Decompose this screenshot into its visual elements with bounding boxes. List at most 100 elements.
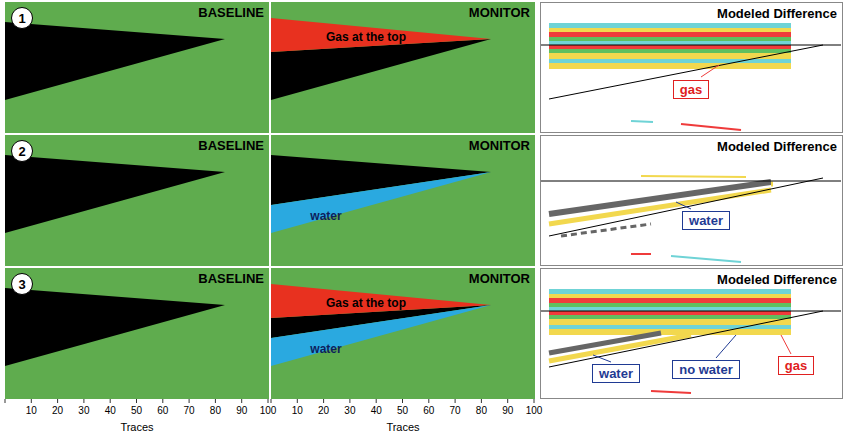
reservoir-wedge xyxy=(5,155,225,233)
axis-title: Traces xyxy=(386,421,419,433)
panel-drawing xyxy=(541,136,844,267)
difference-band xyxy=(549,311,791,315)
axis-tick xyxy=(507,399,508,403)
axis-tick xyxy=(189,399,190,403)
difference-dash xyxy=(651,391,691,393)
difference-band xyxy=(549,59,791,63)
row-number: 2 xyxy=(11,140,33,162)
difference-band xyxy=(549,303,791,307)
callout-number: 2 xyxy=(12,141,32,161)
panel-title: Modeled Difference xyxy=(717,139,837,154)
zone-label: Gas at the top xyxy=(326,296,406,310)
panel-title: MONITOR xyxy=(469,271,530,286)
zone-label: gas xyxy=(680,82,702,97)
zone-label: no water xyxy=(679,362,732,377)
difference-band xyxy=(549,325,791,329)
difference-band xyxy=(549,41,791,45)
difference-dash xyxy=(671,256,741,262)
difference-band xyxy=(549,190,771,224)
axis-tick xyxy=(110,399,111,403)
leader-line xyxy=(593,355,611,362)
callout-box: water xyxy=(592,364,640,383)
monitor-panel: MONITOR Gas at the top water xyxy=(271,268,535,399)
tick-label: 90 xyxy=(502,405,513,416)
axis-tick xyxy=(57,399,58,403)
axis-tick xyxy=(136,399,137,403)
difference-band xyxy=(549,315,791,319)
panel-drawing xyxy=(271,2,535,133)
tick-label: 90 xyxy=(236,405,247,416)
axis-tick xyxy=(481,399,482,403)
axis-tick xyxy=(323,399,324,403)
baseline-panel: BASELINE2 xyxy=(5,135,269,266)
tick-label: 30 xyxy=(78,405,89,416)
panel-title: MONITOR xyxy=(469,138,530,153)
callout-box: gas xyxy=(778,356,814,375)
difference-dash xyxy=(631,121,653,122)
wedge-outline xyxy=(549,178,823,236)
difference-band xyxy=(549,335,691,361)
reservoir-wedge xyxy=(5,22,225,100)
difference-band xyxy=(549,32,791,37)
difference-band xyxy=(549,49,791,53)
axis-tick xyxy=(241,399,242,403)
water-zone xyxy=(271,172,491,233)
difference-band xyxy=(549,289,791,294)
axis-tick xyxy=(271,399,272,403)
callout-number: 3 xyxy=(12,274,32,294)
difference-dash xyxy=(631,253,651,255)
water-zone: water xyxy=(271,305,493,366)
zone-label: water xyxy=(599,366,633,381)
panel-drawing xyxy=(541,3,844,134)
difference-band xyxy=(549,45,791,49)
difference-band xyxy=(549,37,791,41)
panel-drawing xyxy=(541,269,844,400)
panel-drawing xyxy=(5,2,269,133)
axis-tick xyxy=(402,399,403,403)
zone-outline xyxy=(271,172,493,233)
axis-tick xyxy=(215,399,216,403)
difference-band xyxy=(549,294,791,298)
tick-label: 80 xyxy=(476,405,487,416)
zone-label: water xyxy=(310,209,341,223)
axis-tick xyxy=(5,399,6,403)
axis-tick xyxy=(31,399,32,403)
difference-dash xyxy=(561,224,651,236)
tick-label: 80 xyxy=(210,405,221,416)
difference-band xyxy=(549,23,791,28)
tick-label: 60 xyxy=(423,405,434,416)
wedge-outline xyxy=(549,45,823,99)
difference-band xyxy=(549,63,791,69)
panel-title: BASELINE xyxy=(198,271,264,286)
tick-label: 10 xyxy=(292,405,303,416)
panel-title: MONITOR xyxy=(469,5,530,20)
callout-box: water xyxy=(682,211,730,230)
tick-label: 20 xyxy=(318,405,329,416)
axis-tick xyxy=(297,399,298,403)
zone-label: water xyxy=(689,213,723,228)
callout-box: gas xyxy=(673,80,709,99)
zone-label: gas xyxy=(785,358,807,373)
difference-band xyxy=(549,28,791,32)
tick-label: 70 xyxy=(450,405,461,416)
axis-title: Traces xyxy=(120,421,153,433)
leader-line xyxy=(716,335,736,358)
baseline-panel: BASELINE 3 xyxy=(5,268,269,399)
zone-label: water xyxy=(310,342,341,356)
wedge-outline xyxy=(541,45,841,46)
leader-line xyxy=(676,202,691,209)
tick-label: 20 xyxy=(52,405,63,416)
difference-panel: Modeled Difference gas xyxy=(540,2,843,133)
leader-line xyxy=(781,335,791,354)
tick-label: 50 xyxy=(131,405,142,416)
water-zone: water xyxy=(271,172,493,233)
panel-title: Modeled Difference xyxy=(717,272,837,287)
wedge-outline xyxy=(541,181,841,182)
difference-dash xyxy=(641,176,746,177)
tick-label: 10 xyxy=(26,405,37,416)
panel-title: Modeled Difference xyxy=(717,6,837,21)
leader-line xyxy=(701,65,719,77)
monitor-panel: MONITOR water xyxy=(271,135,535,266)
tick-label: 40 xyxy=(105,405,116,416)
